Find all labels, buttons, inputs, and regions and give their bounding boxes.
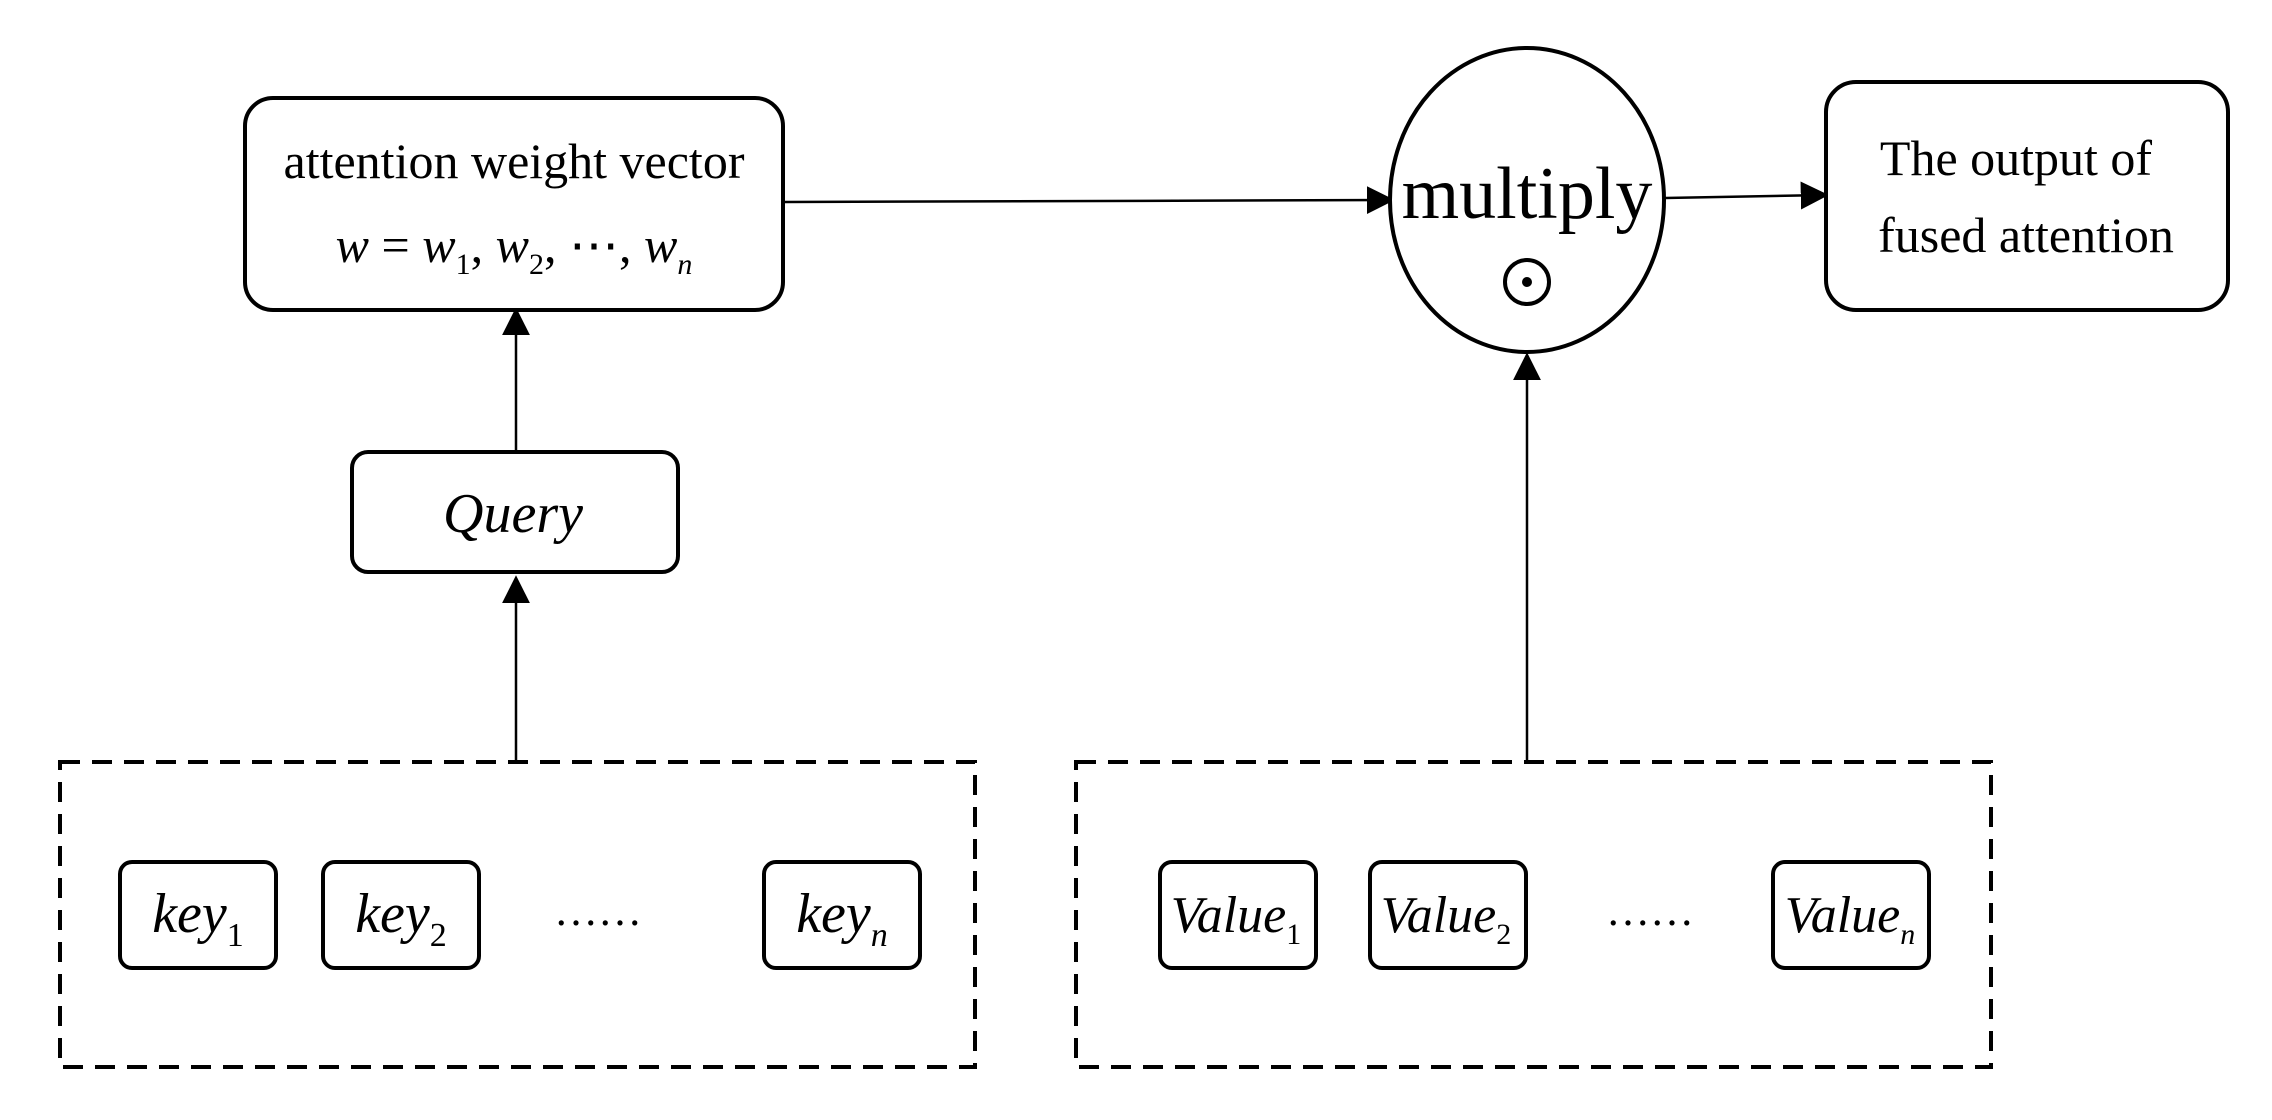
keys-group: key1 key2 …… keyn (58, 760, 977, 1069)
query-node: Query (350, 450, 680, 574)
key-1-node: key1 (118, 860, 278, 970)
edge-attention-to-multiply (784, 186, 1395, 215)
key-1-label: key1 (152, 883, 244, 954)
values-group: Value1 Value2 …… Valuen (1074, 760, 1993, 1069)
output-label-line1: The output of (1880, 130, 2153, 186)
key-2-label: key2 (355, 883, 447, 954)
value-1-label: Value1 (1171, 887, 1302, 951)
output-label-line2: fused attention (1878, 207, 2174, 263)
attention-weight-vector-node: attention weight vector w = w1, w2, ⋯, w… (243, 96, 785, 312)
values-ellipsis: …… (1606, 886, 1694, 935)
value-n-label: Valuen (1785, 887, 1916, 951)
key-2-node: key2 (321, 860, 481, 970)
value-2-label: Value2 (1381, 887, 1512, 951)
keys-ellipsis: …… (554, 886, 642, 935)
multiply-label: multiply (1402, 153, 1653, 235)
attention-weight-vector-title: attention weight vector (284, 133, 745, 189)
key-n-label: keyn (796, 883, 888, 954)
edge-multiply-to-output (1664, 181, 1829, 210)
attention-weight-formula: w = w1, w2, ⋯, wn (336, 217, 693, 281)
key-n-node: keyn (762, 860, 922, 970)
output-node: The output of fused attention (1824, 80, 2230, 312)
value-n-node: Valuen (1771, 860, 1931, 970)
query-label: Query (443, 483, 583, 545)
multiply-node: multiply (1388, 46, 1666, 354)
value-2-node: Value2 (1368, 860, 1528, 970)
value-1-node: Value1 (1158, 860, 1318, 970)
